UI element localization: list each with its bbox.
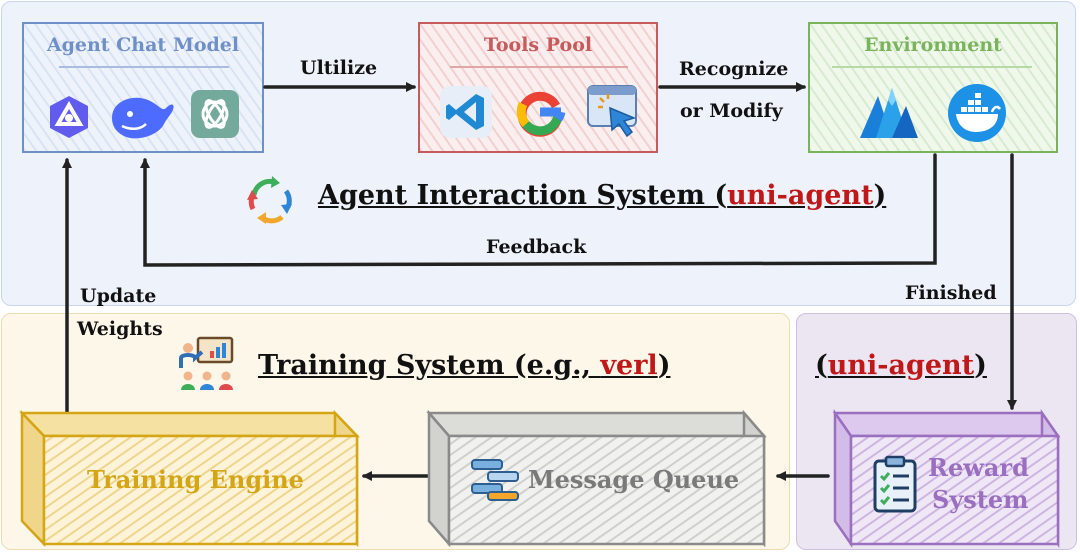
env-box-title: Environment: [864, 34, 1002, 56]
tools-box-divider: [450, 66, 628, 68]
chatgpt-icon: [189, 88, 241, 140]
reward-title-prefix: (: [815, 350, 828, 381]
checklist-clipboard-icon: [872, 455, 918, 513]
reward-system-block: [832, 409, 1061, 548]
feedback-label: Feedback: [486, 236, 587, 258]
reward-region-title: (uni-agent): [815, 350, 987, 381]
training-title-highlight: verl: [600, 350, 658, 381]
mountain-peaks-icon: [858, 84, 920, 140]
tools-box-title: Tools Pool: [483, 34, 593, 56]
weights-label: Weights: [77, 318, 163, 340]
interaction-title-prefix: Agent Interaction System (: [318, 180, 728, 211]
feedback-arrow: [140, 153, 937, 267]
agent-box-title: Agent Chat Model: [46, 34, 240, 56]
training-title-prefix: Training System (e.g.,: [258, 350, 601, 381]
finished-label: Finished: [905, 282, 997, 304]
training-engine-label: Training Engine: [87, 465, 304, 494]
tools-pool-box: Tools Pool: [418, 22, 658, 153]
google-icon: [512, 84, 568, 140]
agent-chat-model-box: Agent Chat Model: [22, 22, 264, 153]
modify-label: or Modify: [680, 100, 783, 122]
cursor-click-icon: [584, 82, 644, 142]
message-list-icon: [470, 458, 522, 502]
reward-label-line2: System: [932, 485, 1029, 514]
utilize-label: Ultilize: [300, 57, 378, 79]
env-box-divider: [832, 66, 1032, 68]
docker-whale-icon: [946, 82, 1008, 144]
agent-box-divider: [59, 66, 229, 68]
interaction-title-highlight: uni-agent: [727, 180, 874, 211]
message-queue-label: Message Queue: [528, 465, 740, 494]
reward-label-line1: Reward: [928, 453, 1029, 482]
cycle-arrows-icon: [244, 173, 296, 225]
reward-title-suffix: ): [974, 350, 987, 381]
update-label: Update: [80, 285, 157, 307]
training-system-title: Training System (e.g., verl): [258, 350, 670, 381]
qwen-icon: [44, 92, 94, 142]
training-title-suffix: ): [657, 350, 671, 381]
deepseek-whale-icon: [106, 88, 178, 144]
training-engine-block: [19, 409, 360, 548]
reward-title-highlight: uni-agent: [827, 350, 975, 381]
environment-box: Environment: [808, 22, 1058, 153]
interaction-title-suffix: ): [873, 180, 887, 211]
presentation-board-icon: [178, 334, 236, 392]
recognize-label: Recognize: [679, 58, 789, 80]
interaction-system-title: Agent Interaction System (uni-agent): [318, 180, 886, 211]
vscode-icon: [438, 84, 494, 140]
